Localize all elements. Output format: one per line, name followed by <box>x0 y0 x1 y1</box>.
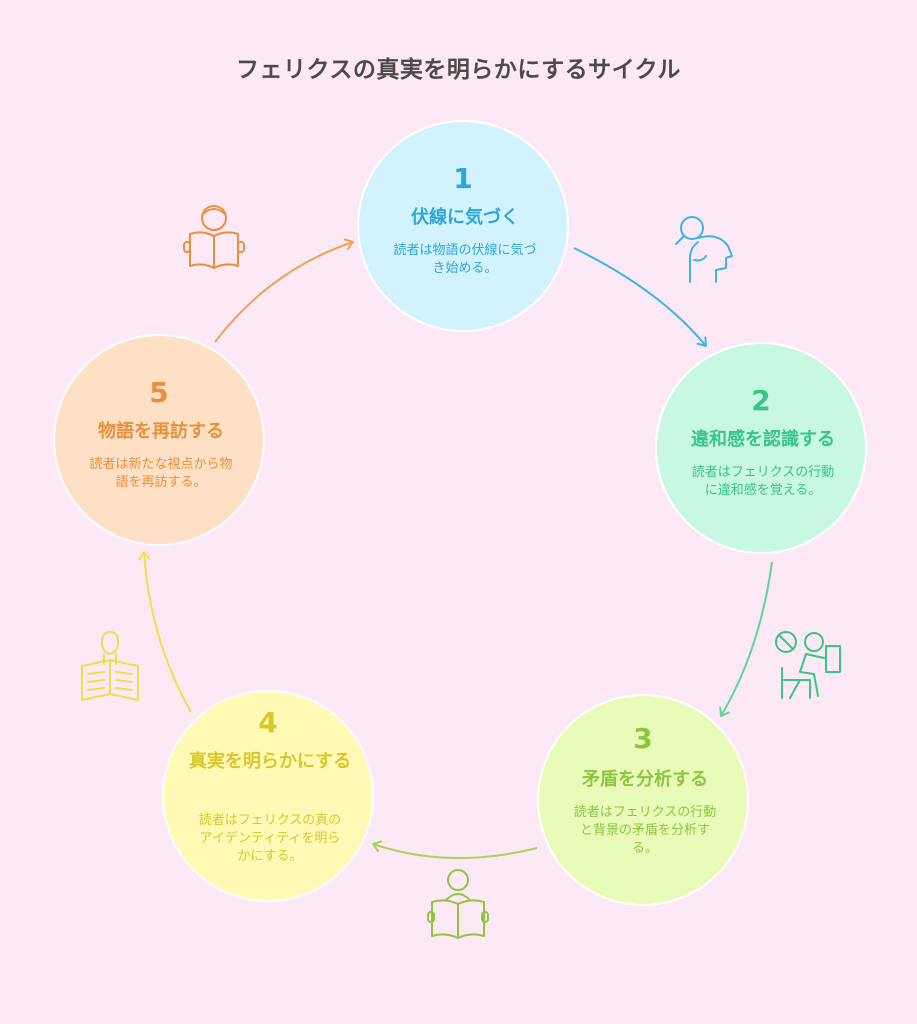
step-description: 読者は物語の伏線に気づき始める。 <box>393 243 537 276</box>
arrow-1-to-2 <box>573 247 707 347</box>
step-number: 1 <box>453 162 473 195</box>
person-thinking-icon <box>672 212 748 288</box>
step-heading: 物語を再訪する <box>98 421 224 442</box>
arrow-4-to-5 <box>138 551 192 713</box>
step-number: 3 <box>633 722 653 755</box>
step-heading: 違和感を認識する <box>691 429 835 450</box>
step-heading: 伏線に気づく <box>411 207 519 228</box>
step-description: 読者は新たな視点から物語を再訪する。 <box>89 457 233 490</box>
step-description: 読者はフェリクスの行動に違和感を覚える。 <box>691 465 835 498</box>
step-description: 読者はフェリクスの真のアイデンティティを明らかにする。 <box>198 813 342 864</box>
step-number: 4 <box>258 706 278 739</box>
step-heading: 矛盾を分析する <box>582 769 708 790</box>
step-node-3: 3 矛盾を分析する 読者はフェリクスの行動と背景の矛盾を分析する。 <box>537 694 749 906</box>
arrow-5-to-1 <box>214 238 354 343</box>
step-number: 2 <box>751 384 771 417</box>
person-reading-icon <box>176 200 252 276</box>
step-heading: 真実を明らかにする <box>188 751 352 772</box>
step-number: 5 <box>149 376 169 409</box>
person-prohibited-icon <box>770 628 846 704</box>
step-node-5: 5 物語を再訪する 読者は新たな視点から物語を再訪する。 <box>53 334 265 546</box>
arrow-2-to-3 <box>719 561 773 717</box>
step-node-1: 1 伏線に気づく 読者は物語の伏線に気づき始める。 <box>357 120 569 332</box>
step-description: 読者はフェリクスの行動と背景の矛盾を分析する。 <box>573 805 717 856</box>
page-title: フェリクスの真実を明らかにするサイクル <box>236 57 681 83</box>
person-newspaper-icon <box>72 628 148 704</box>
person-book-icon <box>420 866 496 942</box>
step-node-2: 2 違和感を認識する 読者はフェリクスの行動に違和感を覚える。 <box>655 342 867 554</box>
step-node-4: 4 真実を明らかにする 読者はフェリクスの真のアイデンティティを明らかにする。 <box>162 690 374 902</box>
arrow-3-to-4 <box>372 840 538 860</box>
